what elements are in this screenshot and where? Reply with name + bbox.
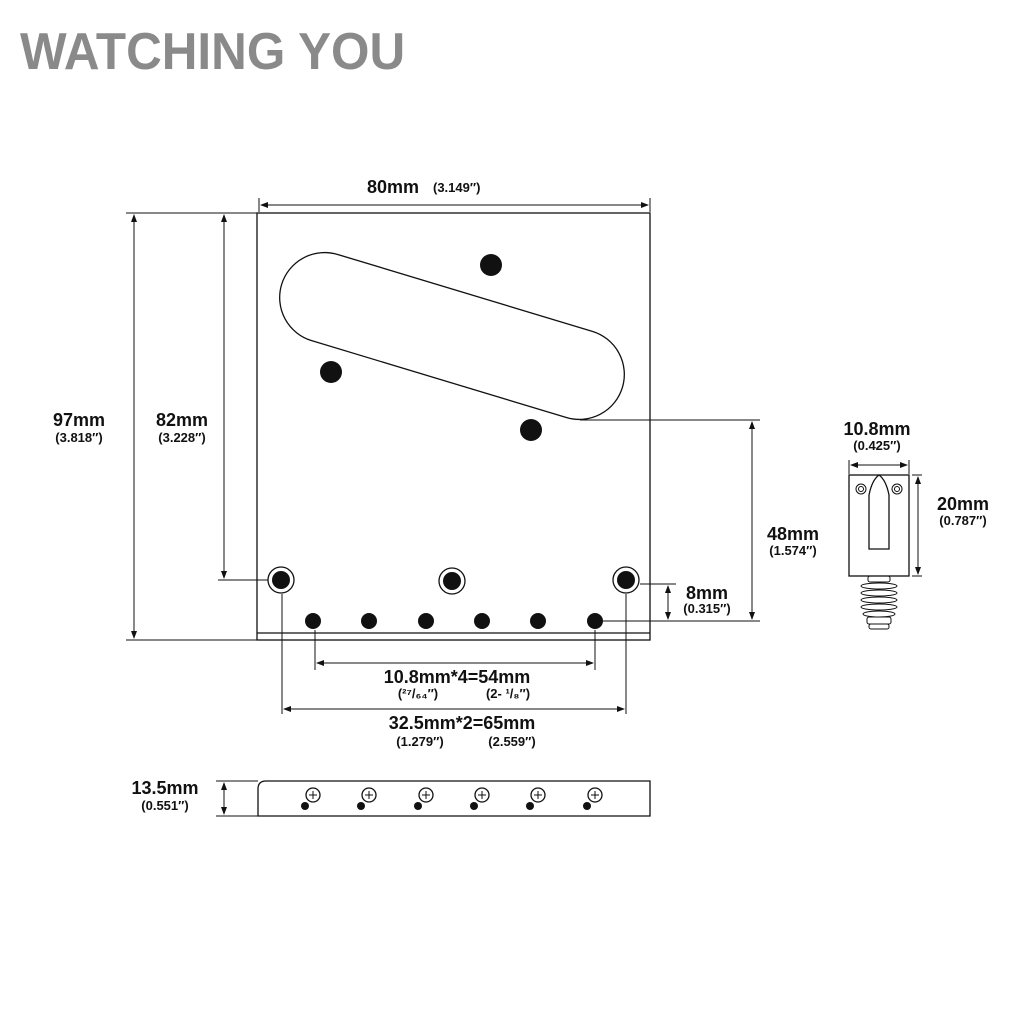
- side-view: 13.5mm (0.551″): [131, 778, 651, 817]
- dimension-label: 10.8mm*4=54mm: [384, 667, 531, 687]
- dim-pickup-offset: 48mm (1.574″): [580, 419, 819, 622]
- dimension-label: (0.425″): [853, 438, 900, 453]
- bridge-plate: [256, 212, 651, 641]
- dimension-label: (0.787″): [939, 513, 986, 528]
- pickup-screw-hole: [520, 419, 542, 441]
- saddle-screw: [301, 787, 321, 810]
- dimension-label: (0.315″): [683, 601, 730, 616]
- dimension-label: (²⁷/₆₄″): [398, 686, 438, 701]
- dimension-label: (3.228″): [158, 430, 205, 445]
- saddle: 10.8mm (0.425″) 20mm (0.787″): [843, 419, 989, 630]
- mount-hole: [438, 567, 466, 595]
- pickup-slot: [279, 251, 625, 421]
- dimension-label: (1.574″): [769, 543, 816, 558]
- dimension-label: 97mm: [53, 410, 105, 430]
- brand-watermark: WATCHING YOU: [20, 23, 406, 81]
- saddle-screw: [526, 787, 546, 810]
- mount-hole: [267, 566, 295, 594]
- dimension-label: (0.551″): [141, 798, 188, 813]
- dim-total-height: 97mm (3.818″): [53, 212, 257, 641]
- dimension-label: (3.149″): [433, 180, 480, 195]
- mount-hole: [612, 566, 640, 594]
- dimension-label: (1.279″): [396, 734, 443, 749]
- dimension-label: (3.818″): [55, 430, 102, 445]
- dim-saddle-length: 20mm: [937, 494, 989, 514]
- dim-saddle-width: 10.8mm: [843, 419, 910, 439]
- dimension-label: 32.5mm*2=65mm: [389, 713, 536, 733]
- saddle-screw: [470, 787, 490, 810]
- pickup-screw-hole: [320, 361, 342, 383]
- dim-string-spacing: 10.8mm*4=54mm (²⁷/₆₄″) (2- ¹/₈″): [314, 630, 596, 701]
- saddle-screw: [414, 787, 434, 810]
- dimension-label: (2.559″): [488, 734, 535, 749]
- dim-mount-height: 82mm (3.228″): [156, 214, 268, 581]
- saddle-screw: [357, 787, 377, 810]
- dimension-label: 8mm: [686, 583, 728, 603]
- dim-mount-spacing: 32.5mm*2=65mm (1.279″) (2.559″): [281, 594, 627, 749]
- dimension-label: 48mm: [767, 524, 819, 544]
- dimension-label: 80mm: [367, 177, 419, 197]
- string-holes: [305, 613, 603, 629]
- saddle-screw: [583, 787, 603, 810]
- saddle-spring: [860, 575, 898, 630]
- dim-hole-offset: 8mm (0.315″): [640, 583, 731, 620]
- dimension-label: 82mm: [156, 410, 208, 430]
- pickup-screw-hole: [480, 254, 502, 276]
- dim-side-height: 13.5mm: [131, 778, 198, 798]
- dim-width: 80mm (3.149″): [258, 177, 651, 212]
- dimension-label: (2- ¹/₈″): [486, 686, 530, 701]
